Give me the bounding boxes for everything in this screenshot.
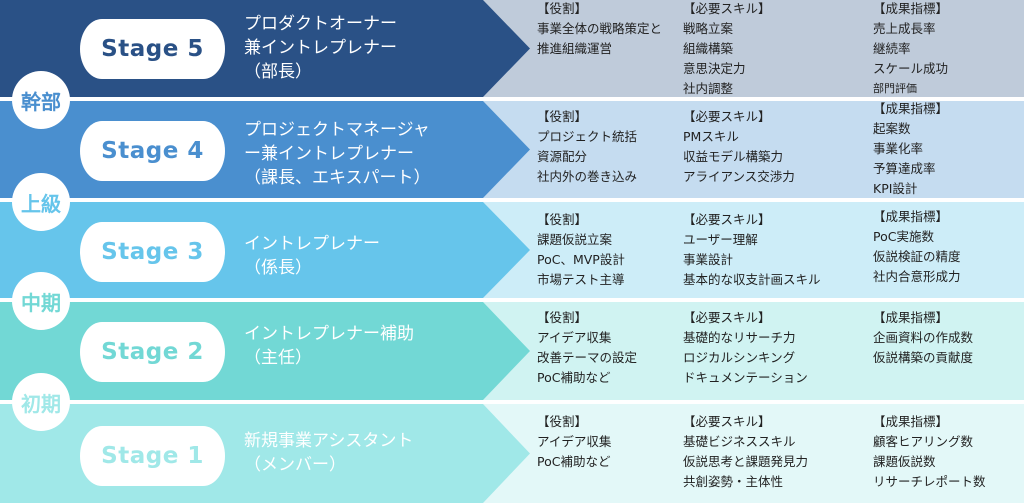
metrics-heading: 【成果指標】 <box>873 101 949 116</box>
stage-metrics-list: 【成果指標】起案数事業化率予算達成率 KPI設計 <box>873 99 948 199</box>
role-item: PoC補助など <box>537 370 611 385</box>
stage-title: イントレプレナー （係長） <box>244 234 380 278</box>
metrics-item: 事業化率 <box>873 141 924 156</box>
stage-skills-list: 【必要スキル】ユーザー理解事業設計基本的な収支計画スキル <box>683 210 821 290</box>
stage-role-list: 【役割】課題仮説立案 PoC、MVP設計市場テスト主導 <box>537 210 625 290</box>
role-item: 課題仮説立案 <box>537 232 613 247</box>
level-badge: 上級 <box>12 173 70 231</box>
metrics-heading: 【成果指標】 <box>873 310 949 325</box>
level-badge: 中期 <box>12 272 70 330</box>
metrics-heading: 【成果指標】 <box>873 209 949 224</box>
skills-heading: 【必要スキル】 <box>683 212 771 227</box>
metrics-heading: 【成果指標】 <box>873 1 949 16</box>
skills-item: ユーザー理解 <box>683 232 758 247</box>
role-heading: 【役割】 <box>537 310 588 325</box>
skills-heading: 【必要スキル】 <box>683 1 771 16</box>
role-item: 事業全体の戦略策定と <box>537 21 663 36</box>
metrics-item: 社内合意形成力 <box>873 269 961 284</box>
stage-skills-list: 【必要スキル】 PMスキル収益モデル構築力アライアンス交渉力 <box>683 107 795 187</box>
stage-role-list: 【役割】アイデア収集 PoC補助など <box>537 412 611 472</box>
stage-role-list: 【役割】事業全体の戦略策定と推進組織運営 <box>537 0 662 59</box>
stage-row: Stage 2 イントレプレナー補助 （主任） 【役割】アイデア収集改善テーマの設… <box>0 302 1024 400</box>
role-heading: 【役割】 <box>537 109 588 124</box>
skills-item: ドキュメンテーション <box>683 370 808 385</box>
stage-row: Stage 3 イントレプレナー （係長） 【役割】課題仮説立案 PoC、MVP設計… <box>0 202 1024 298</box>
metrics-item: 課題仮説数 <box>873 454 936 469</box>
skills-item: 意思決定力 <box>683 61 746 76</box>
skills-item: ロジカルシンキング <box>683 350 796 365</box>
stage-skills-list: 【必要スキル】基礎ビジネススキル仮説思考と課題発見力共創姿勢・主体性 <box>683 412 808 492</box>
skills-item: PMスキル <box>683 129 739 144</box>
stage-metrics-list: 【成果指標】売上成長率継続率スケール成功部門評価 <box>873 0 948 99</box>
role-item: PoC補助など <box>537 454 611 469</box>
role-item: 社内外の巻き込み <box>537 169 638 184</box>
role-item: 資源配分 <box>537 149 588 164</box>
stage-metrics-list: 【成果指標】 PoC実施数仮説検証の精度社内合意形成力 <box>873 207 961 287</box>
skills-item: 仮説思考と課題発見力 <box>683 454 809 469</box>
skills-heading: 【必要スキル】 <box>683 414 771 429</box>
stage-row: Stage 1 新規事業アシスタント （メンバー） 【役割】アイデア収集 PoC補助… <box>0 404 1024 503</box>
stage-role-list: 【役割】プロジェクト統括資源配分社内外の巻き込み <box>537 107 637 187</box>
metrics-item: 部門評価 <box>873 82 917 95</box>
role-item: PoC、MVP設計 <box>537 252 625 267</box>
skills-item: アライアンス交渉力 <box>683 169 795 184</box>
skills-item: 基礎ビジネススキル <box>683 434 796 449</box>
role-item: 推進組織運営 <box>537 41 613 56</box>
stage-metrics-list: 【成果指標】企画資料の作成数仮説構築の貢献度 <box>873 308 973 368</box>
skills-item: 収益モデル構築力 <box>683 149 784 164</box>
skills-item: 基礎的なリサーチ力 <box>683 330 796 345</box>
metrics-item: 企画資料の作成数 <box>873 330 974 345</box>
metrics-item: 仮説検証の精度 <box>873 249 961 264</box>
skills-item: 基本的な収支計画スキル <box>683 272 821 287</box>
metrics-item: スケール成功 <box>873 61 949 76</box>
skills-item: 共創姿勢・主体性 <box>683 474 784 489</box>
stage-role-list: 【役割】アイデア収集改善テーマの設定 PoC補助など <box>537 308 637 388</box>
metrics-item: 顧客ヒアリング数 <box>873 434 974 449</box>
stage-row: Stage 4 プロジェクトマネージャ ー兼イントレプレナー （課長、エキスパー… <box>0 101 1024 198</box>
stage-skills-list: 【必要スキル】基礎的なリサーチ力ロジカルシンキングドキュメンテーション <box>683 308 808 388</box>
skills-item: 事業設計 <box>683 252 734 267</box>
role-heading: 【役割】 <box>537 414 588 429</box>
stage-label: Stage 3 <box>80 222 225 282</box>
metrics-item: 継続率 <box>873 41 911 56</box>
stage-label: Stage 2 <box>80 322 225 382</box>
stage-label: Stage 5 <box>80 19 225 79</box>
metrics-item: KPI設計 <box>873 181 918 196</box>
metrics-item: 予算達成率 <box>873 161 936 176</box>
metrics-heading: 【成果指標】 <box>873 414 949 429</box>
stage-label: Stage 1 <box>80 426 225 486</box>
skills-item: 戦略立案 <box>683 21 734 36</box>
stage-row: Stage 5 プロダクトオーナー 兼イントレプレナー （部長） 【役割】事業全体… <box>0 0 1024 97</box>
stage-title: 新規事業アシスタント （メンバー） <box>244 431 414 475</box>
stage-title: プロジェクトマネージャ ー兼イントレプレナー （課長、エキスパート） <box>244 120 431 188</box>
role-item: 改善テーマの設定 <box>537 350 638 365</box>
role-item: プロジェクト統括 <box>537 129 638 144</box>
level-badge: 初期 <box>12 373 70 431</box>
skills-heading: 【必要スキル】 <box>683 310 771 325</box>
skills-item: 社内調整 <box>683 81 734 96</box>
metrics-item: PoC実施数 <box>873 229 934 244</box>
role-heading: 【役割】 <box>537 1 588 16</box>
role-item: アイデア収集 <box>537 434 612 449</box>
skills-item: 組織構築 <box>683 41 734 56</box>
stage-title: イントレプレナー補助 （主任） <box>244 324 414 368</box>
level-badge: 幹部 <box>12 71 70 129</box>
metrics-item: 仮説構築の貢献度 <box>873 350 974 365</box>
metrics-item: 起案数 <box>873 121 911 136</box>
metrics-item: リサーチレポート数 <box>873 474 986 489</box>
stage-title: プロダクトオーナー 兼イントレプレナー （部長） <box>244 14 397 82</box>
skills-heading: 【必要スキル】 <box>683 109 771 124</box>
stage-label: Stage 4 <box>80 121 225 181</box>
role-item: アイデア収集 <box>537 330 612 345</box>
metrics-item: 売上成長率 <box>873 21 936 36</box>
role-heading: 【役割】 <box>537 212 588 227</box>
stage-metrics-list: 【成果指標】顧客ヒアリング数課題仮説数リサーチレポート数 <box>873 412 986 492</box>
role-item: 市場テスト主導 <box>537 272 625 287</box>
stage-skills-list: 【必要スキル】戦略立案組織構築意思決定力社内調整 <box>683 0 771 99</box>
